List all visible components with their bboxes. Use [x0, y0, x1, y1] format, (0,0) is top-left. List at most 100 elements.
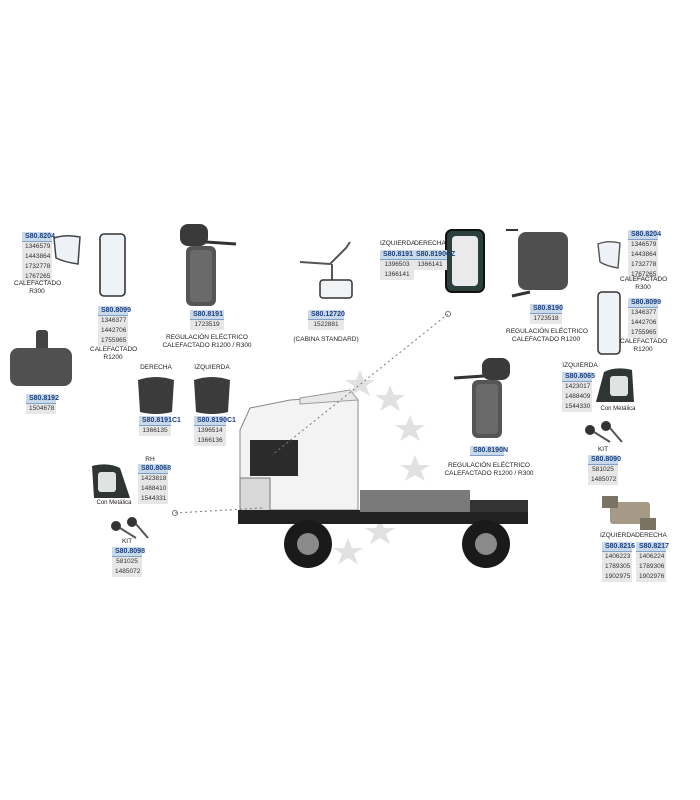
part-code: S80.8217 [636, 542, 669, 552]
part-code: S80.8099 [628, 298, 661, 308]
part-code: S80.8192 [26, 394, 59, 404]
part-block-p17: S80.8098 581025 1485072 [112, 547, 145, 577]
part-code: S80.8190 [530, 304, 563, 314]
part-block-p1: S80.8204 1346579 1443864 1732778 1767265 [22, 232, 55, 282]
part-number: 1902975 [602, 572, 632, 582]
part-number: 1346579 [22, 242, 52, 252]
part-number: 1488409 [562, 392, 592, 402]
part-code: S80.8190CZ [413, 250, 455, 260]
part-note: Con Metálica [600, 406, 636, 412]
part-number: 1396514 [194, 426, 226, 436]
part-header: Kit [121, 538, 133, 545]
part-number: 1732778 [628, 260, 658, 270]
lock-mechanism-image [602, 496, 656, 530]
part-block-p10: S80.8192 1504678 [26, 394, 59, 414]
wide-mirror-image [10, 330, 72, 386]
part-note: Con Metálica [96, 500, 132, 506]
part-label: CALEFACTADO R1200 [620, 338, 668, 353]
part-number: 1406223 [602, 552, 632, 562]
door-handle-right-image [92, 464, 130, 498]
part-block-p12: S80.8190C1 1396514 1366136 [194, 416, 236, 446]
part-code: S80.8065 [562, 372, 595, 382]
part-number: 1767265 [22, 272, 52, 282]
part-code: S80.8190C1 [194, 416, 236, 426]
part-number: 1522881 [308, 320, 344, 330]
part-number: 1442706 [98, 326, 128, 336]
electric-mirror-right-image [453, 358, 510, 438]
part-label: REGULACIÓN ELÉCTRICO CALEFACTADO R1200 [506, 328, 588, 343]
part-code: S80.8090 [588, 455, 621, 465]
part-block-p3: S80.8191 1723519 [190, 310, 224, 330]
part-block-p18: S80.8216 1406223 1789305 1902975 [602, 542, 635, 582]
large-mirror-image [506, 229, 568, 298]
part-number: 1723519 [190, 320, 224, 330]
part-number: 1443864 [22, 252, 52, 262]
part-block-p6: S80.8190CZ 1366141 [413, 250, 455, 270]
part-number: 1423017 [562, 382, 592, 392]
convex-mirror-image [53, 234, 81, 265]
part-number: 581025 [112, 557, 142, 567]
part-number: 1488410 [138, 484, 168, 494]
mirror-cover-right-image [138, 377, 174, 414]
mirror-cover-left-image [194, 377, 230, 414]
part-number: 1423818 [138, 474, 168, 484]
cab-standard-mirror-image [299, 241, 353, 299]
convex-mirror-right-image [597, 241, 621, 269]
part-number: 1789306 [636, 562, 666, 572]
electric-mirror-assembly-image [180, 224, 237, 306]
part-block-p15: S80.8090 581025 1485072 [588, 455, 621, 485]
part-number: 1366141 [380, 270, 414, 280]
main-mirror-glass-image [99, 233, 126, 297]
part-label: REGULACIÓN ELÉCTRICO CALEFACTADO R1200 /… [162, 334, 252, 349]
part-number: 1544330 [562, 402, 592, 412]
part-number: 1346377 [628, 308, 658, 318]
part-block-p11: S80.8191C1 1366135 [139, 416, 181, 436]
part-number: 1396503 [380, 260, 414, 270]
part-code: S80.8204 [628, 230, 661, 240]
part-code: S80.8216 [602, 542, 635, 552]
part-header: IZQUIERDA [194, 364, 230, 371]
part-number: 1732778 [22, 262, 52, 272]
keys-kit-right-image [585, 421, 623, 443]
part-code: S80.8098 [112, 547, 145, 557]
part-header: IZQUIERDA [562, 362, 598, 369]
part-label: REGULACIÓN ELÉCTRICO CALEFACTADO R1200 /… [444, 462, 534, 477]
part-label: CALEFACTADO R300 [620, 276, 668, 291]
part-number: 1346377 [98, 316, 128, 326]
part-number: 1767265 [628, 270, 658, 280]
mirror-cover-image [445, 229, 485, 293]
part-number: 1346579 [628, 240, 658, 250]
part-number: 1366136 [194, 436, 226, 446]
part-label: (CABINA STANDARD) [293, 336, 359, 343]
part-block-p8: S80.8204 1346579 1443864 1732778 1767265 [628, 230, 661, 280]
part-header: Kit [597, 446, 609, 453]
main-mirror-glass-right-image [597, 291, 621, 355]
part-code: S80.8099 [98, 306, 131, 316]
part-number: 1443864 [628, 250, 658, 260]
part-code: S80.8191CZ [380, 250, 422, 260]
part-number: 1789305 [602, 562, 632, 572]
part-number: 1485072 [588, 475, 618, 485]
part-number: 1442706 [628, 318, 658, 328]
part-code: S80.8190N [470, 446, 508, 456]
door-handle-left-image [596, 368, 634, 402]
part-number: 1723518 [530, 314, 562, 324]
part-block-p13: S80.8190N [470, 446, 508, 456]
part-header: IZQUIERDA [380, 240, 416, 247]
part-number: 1366135 [139, 426, 171, 436]
part-header: IZQUIERDA [600, 532, 636, 539]
part-code: S80.8191C1 [139, 416, 181, 426]
part-block-p19: S80.8217 1406224 1789306 1902976 [636, 542, 669, 582]
part-block-p9: S80.8099 1346377 1442706 1755965 [628, 298, 661, 338]
part-block-p4: S80.12720 1522881 [308, 310, 345, 330]
truck-image [238, 370, 528, 568]
part-number: 1755965 [98, 336, 128, 346]
part-block-p16: S80.8068 1423818 1488410 1544331 [138, 464, 171, 504]
part-code: S80.8191 [190, 310, 224, 320]
part-block-p7: S80.8190 1723518 [530, 304, 563, 324]
part-code: S80.12720 [308, 310, 345, 320]
keys-kit-left-image [111, 517, 149, 539]
part-header: DERECHA [635, 532, 667, 539]
part-code: S80.8204 [22, 232, 55, 242]
